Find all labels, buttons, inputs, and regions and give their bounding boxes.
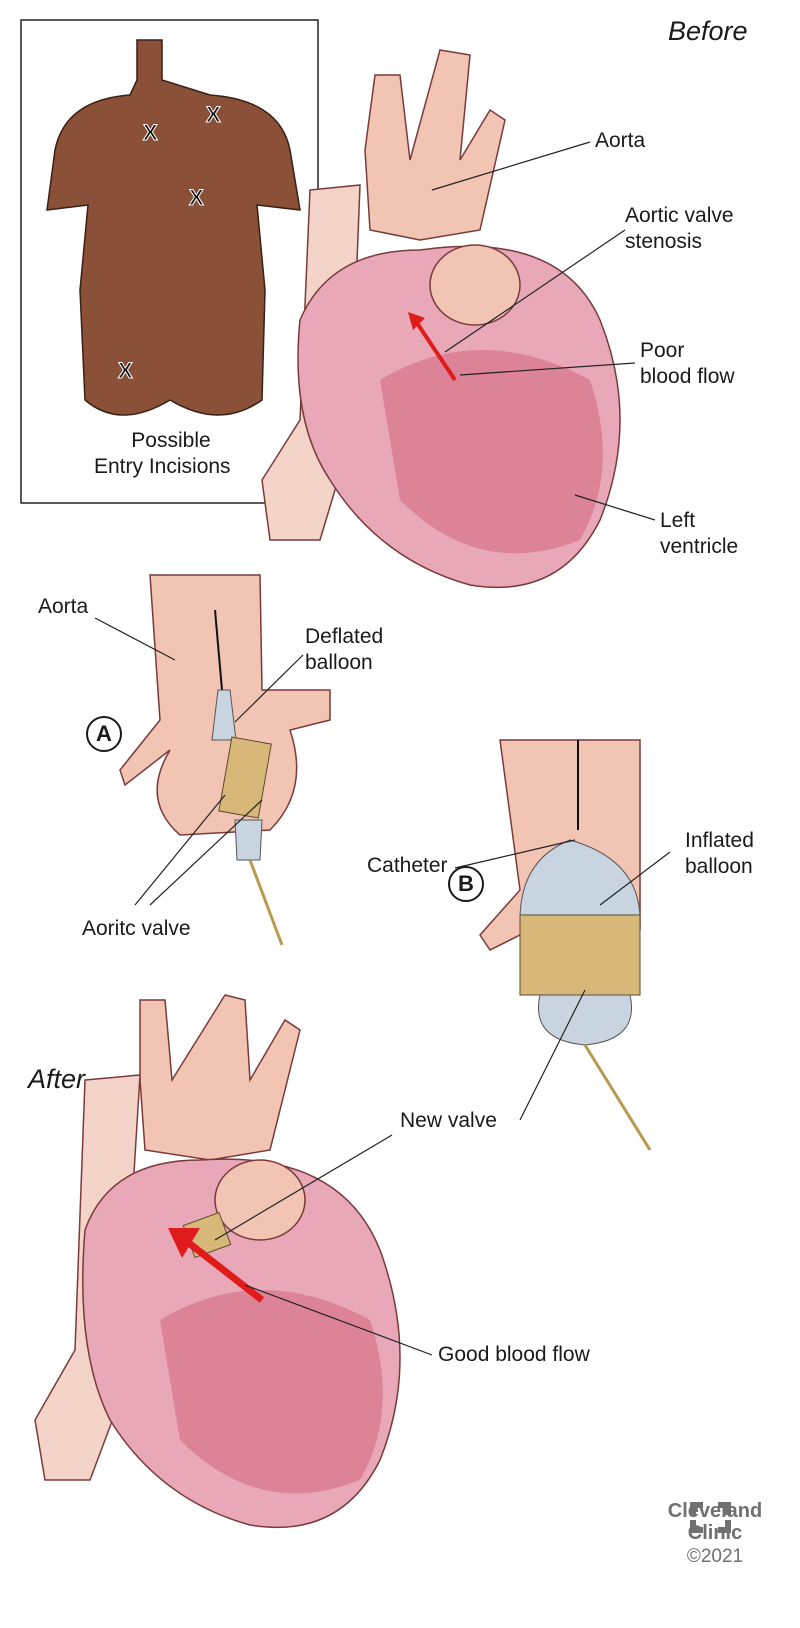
copyright: ©2021 [686, 1546, 744, 1567]
poor-flow-line-2: blood flow [640, 365, 735, 388]
deflated-line-1: Deflated [305, 625, 384, 648]
heart-after [34, 994, 401, 1529]
label-left-ventricle: Left ventricle [660, 508, 738, 560]
aorta-step-a [119, 574, 331, 946]
after-title: After [28, 1064, 86, 1094]
caption-line-2: Entry Incisions [94, 455, 231, 478]
step-a-aorta: Aorta [38, 595, 89, 618]
ventricle-line-2: ventricle [660, 535, 739, 558]
brand-name-1: Cleveland [667, 1500, 763, 1522]
stenosis-line-2: stenosis [625, 230, 703, 253]
step-b-marker: B [448, 866, 484, 902]
label-poor-flow: Poor blood flow [640, 338, 735, 390]
label-good-flow: Good blood flow [438, 1343, 590, 1366]
torso-illustration: X X X X [46, 39, 301, 416]
brand-name-2: Clinic [687, 1522, 743, 1544]
step-b-balloon: Inflated balloon [685, 828, 754, 880]
inset-caption: Possible Entry Incisions [94, 428, 231, 480]
heart-before [261, 49, 621, 589]
label-new-valve: New valve [400, 1109, 497, 1132]
incision-mark: X [143, 120, 158, 145]
step-a-valve: Aoritc valve [82, 917, 191, 940]
step-a-marker: A [86, 716, 122, 752]
brand-logo: Cleveland Clinic ©2021 [660, 1500, 770, 1568]
step-b-catheter: Catheter [367, 854, 448, 877]
label-aorta: Aorta [595, 129, 646, 152]
before-leader-lines [431, 141, 656, 521]
incision-mark: X [118, 358, 133, 383]
incision-mark: X [189, 185, 204, 210]
before-title: Before [668, 16, 748, 46]
inflated-line-1: Inflated [685, 829, 754, 852]
label-stenosis: Aortic valve stenosis [625, 203, 734, 255]
aorta-step-b [479, 739, 652, 1151]
inflated-line-2: balloon [685, 855, 753, 878]
ventricle-line-1: Left [660, 509, 696, 532]
step-a-balloon: Deflated balloon [305, 624, 383, 676]
incision-mark: X [206, 102, 221, 127]
stenosis-line-1: Aortic valve [625, 204, 734, 227]
caption-line-1: Possible [131, 429, 211, 452]
poor-flow-line-1: Poor [640, 339, 685, 362]
deflated-line-2: balloon [305, 651, 373, 674]
cleveland-clinic-logo-icon [690, 1502, 731, 1533]
